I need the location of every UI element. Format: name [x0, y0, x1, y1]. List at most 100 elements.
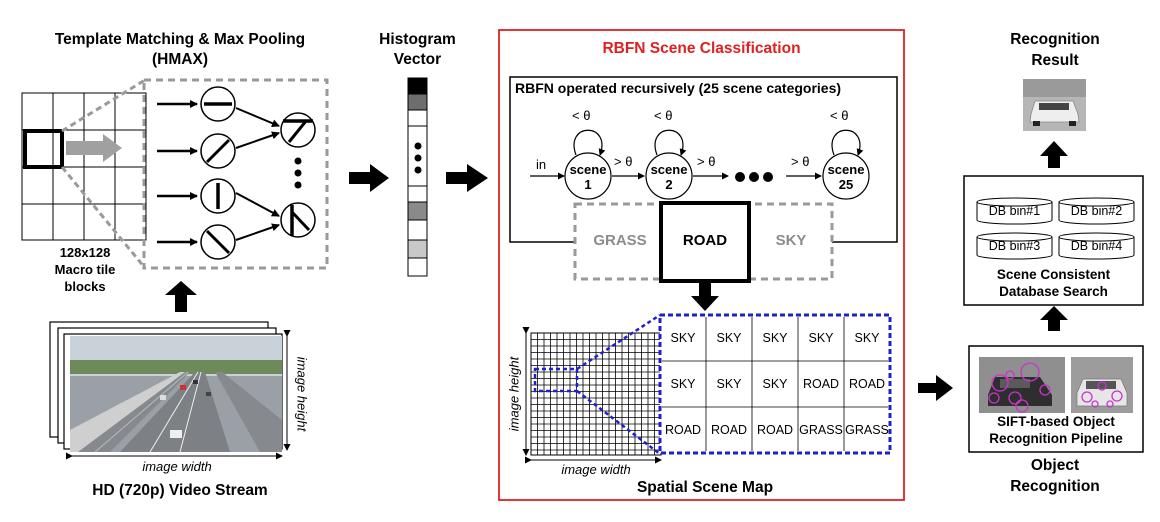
database-cylinder-icon — [976, 202, 1053, 225]
highway-video-frame — [70, 336, 282, 453]
arrow-down-icon — [691, 283, 719, 311]
object-recognition-title-line1: Object — [1030, 457, 1080, 474]
recognition-result-image — [1023, 79, 1086, 131]
pipeline-caption-line1: SIFT-based Object — [997, 414, 1115, 429]
database-cylinder-icon — [1058, 202, 1135, 225]
database-caption-line2: Database Search — [999, 284, 1108, 299]
scene-cell: ROAD — [710, 423, 748, 437]
scene-node-1 — [564, 152, 612, 200]
road-output-box — [659, 201, 751, 283]
hmax-dashed-box — [142, 78, 329, 270]
database-cylinder-top — [976, 232, 1053, 242]
db-bin-1: DB bin#1 — [988, 204, 1041, 218]
scene-cell: ROAD — [756, 423, 794, 437]
zoom-line-bottom — [576, 390, 661, 455]
scene-label-grid — [658, 313, 892, 455]
video-width-label: image width — [142, 459, 212, 474]
scene-node-label: scene — [650, 162, 688, 177]
database-cylinder-top — [976, 197, 1053, 207]
ellipsis-dots-icon — [294, 157, 302, 189]
histogram-title-line1: Histogram — [379, 31, 456, 48]
tile-label-line2: Macro tile — [54, 262, 116, 277]
hmax-title-line2: (HMAX) — [152, 51, 208, 68]
zoom-line-top — [61, 78, 146, 133]
threshold-lt-label: < θ — [654, 108, 673, 123]
highlighted-region — [533, 367, 579, 393]
sky-output-label: SKY — [775, 232, 807, 249]
db-bin-3: DB bin#3 — [988, 239, 1041, 253]
scene-cell: ROAD — [802, 377, 840, 391]
scene-label-grid-lines — [662, 317, 888, 451]
rbfn-title: RBFN Scene Classification — [602, 40, 801, 57]
ellipsis-dots-icon — [735, 172, 773, 182]
scene-node-number: 1 — [584, 177, 592, 192]
scene-cell: SKY — [670, 377, 696, 391]
threshold-gt-label: > θ — [614, 154, 633, 169]
threshold-lt-label: < θ — [830, 108, 849, 123]
video-height-label: image height — [294, 356, 310, 432]
rbfn-recursion-box — [509, 76, 898, 243]
scene-cell: GRASS — [845, 423, 889, 437]
zoom-line-top — [576, 313, 661, 371]
scene-cell: SKY — [716, 331, 742, 345]
scene-cell: SKY — [716, 377, 742, 391]
scene-cell: SKY — [808, 331, 834, 345]
pipeline-caption-line2: Recognition Pipeline — [989, 431, 1123, 446]
object-recognition-title-line2: Recognition — [1010, 478, 1100, 495]
zoom-line-bottom — [60, 166, 147, 269]
threshold-gt-label: > θ — [697, 154, 716, 169]
recognition-result-title-line1: Recognition — [1010, 31, 1100, 48]
tile-label-line3: blocks — [64, 279, 106, 294]
arrow-up-icon — [1040, 141, 1068, 168]
scene-node-number: 2 — [665, 177, 673, 192]
map-width-label: image width — [561, 462, 631, 477]
gray-flow-arrow — [66, 134, 122, 162]
threshold-gt-label: > θ — [791, 154, 810, 169]
scene-node-2 — [645, 152, 693, 200]
rbfn-frame — [498, 29, 905, 501]
histogram-vector-bar — [407, 77, 428, 277]
hmax-filter-network — [157, 86, 316, 260]
input-label: in — [536, 157, 547, 172]
scene-cell: GRASS — [799, 423, 843, 437]
db-bin-4: DB bin#4 — [1070, 239, 1123, 253]
recognition-result-title-line2: Result — [1031, 52, 1079, 69]
tile-label-line1: 128x128 — [59, 245, 111, 260]
scene-cell: SKY — [854, 331, 880, 345]
arrow-up-icon — [1040, 306, 1068, 331]
scene-map-caption: Spatial Scene Map — [636, 479, 774, 496]
database-caption-line1: Scene Consistent — [996, 267, 1111, 282]
database-cylinder-icon — [1058, 237, 1135, 260]
road-output-label: ROAD — [682, 232, 728, 249]
arrow-up-icon — [165, 281, 197, 312]
database-cylinder-top — [1058, 197, 1135, 207]
scene-cell: SKY — [670, 331, 696, 345]
selected-macro-tile — [23, 129, 64, 169]
scene-node-25 — [822, 152, 870, 200]
arrow-right-icon — [918, 375, 953, 401]
fine-grid-lines — [531, 333, 661, 455]
hmax-title-line1: Template Matching & Max Pooling — [54, 31, 306, 48]
scene-cell: SKY — [762, 331, 788, 345]
db-bin-2: DB bin#2 — [1070, 204, 1123, 218]
scene-cell: ROAD — [848, 377, 886, 391]
sift-car-image-left — [979, 357, 1065, 413]
scene-node-label: scene — [827, 162, 865, 177]
video-caption: HD (720p) Video Stream — [92, 482, 268, 499]
rbfn-subtitle: RBFN operated recursively (25 scene cate… — [515, 80, 842, 96]
database-bins — [976, 197, 1135, 260]
histogram-title-line2: Vector — [393, 51, 442, 68]
arrow-right-icon — [349, 164, 389, 192]
grass-output-label: GRASS — [593, 232, 647, 249]
database-cylinder-top — [1058, 232, 1135, 242]
database-cylinder-icon — [976, 237, 1053, 260]
map-height-label: image height — [506, 356, 522, 432]
scene-cell: ROAD — [664, 423, 702, 437]
arrow-right-icon — [446, 164, 488, 192]
scene-cell: SKY — [762, 377, 788, 391]
histogram-ellipsis-icon — [414, 142, 422, 174]
threshold-lt-label: < θ — [572, 108, 591, 123]
scene-node-label: scene — [569, 162, 607, 177]
sift-car-image-right — [1071, 357, 1133, 413]
